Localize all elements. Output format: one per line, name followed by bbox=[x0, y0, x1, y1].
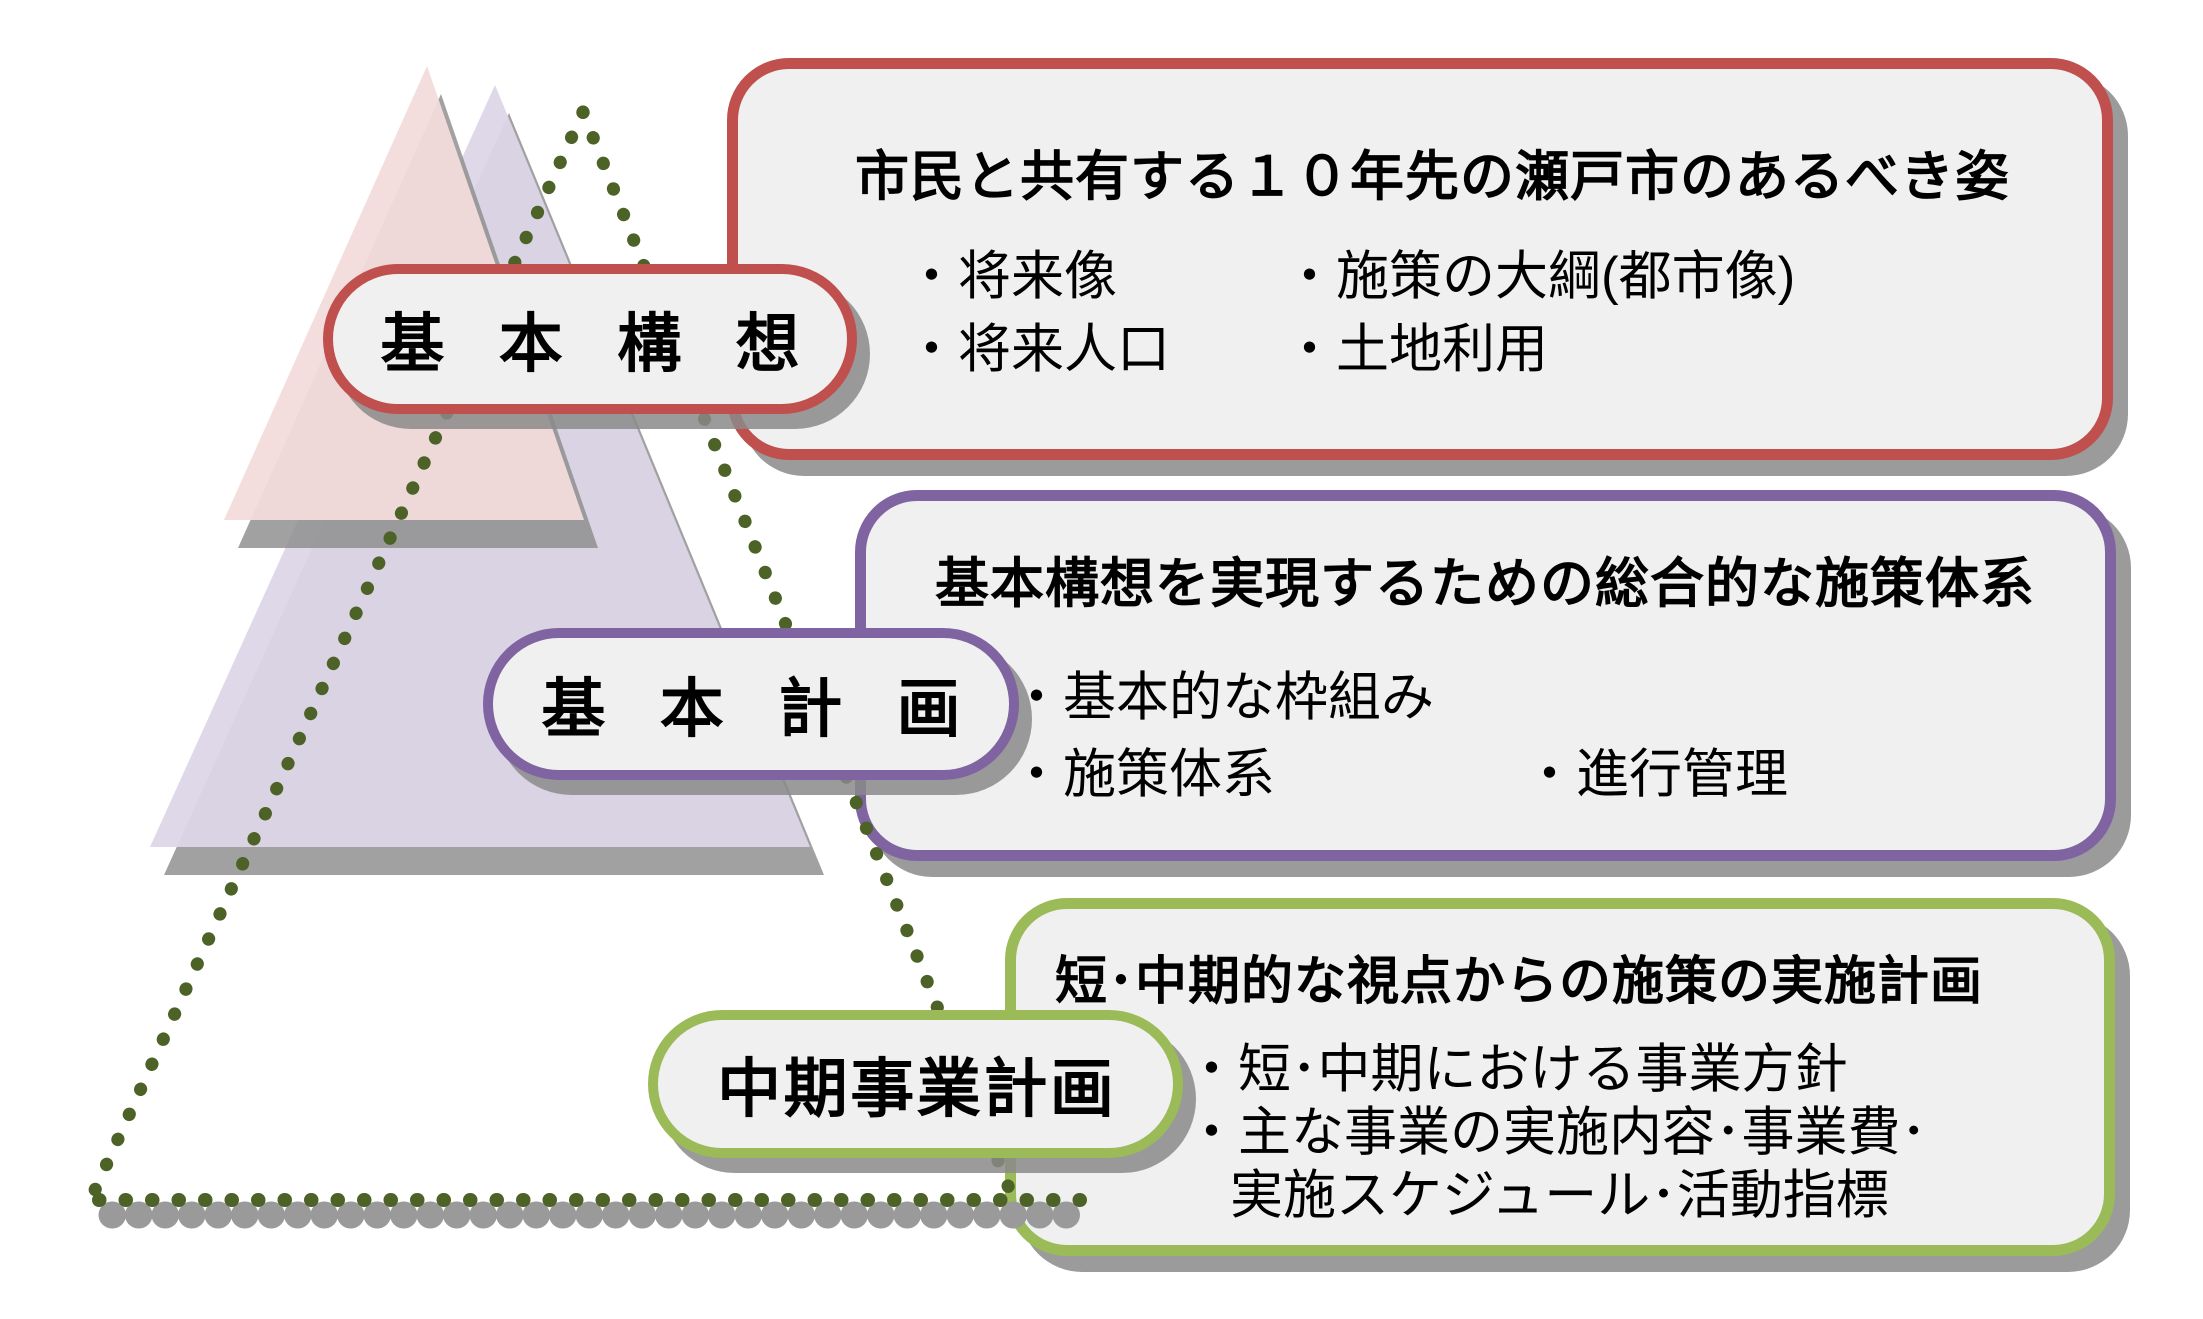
level-3-label: 中期事業計画 bbox=[717, 1053, 1117, 1125]
level-2-bullet-progress-management: ・進行管理 bbox=[1523, 745, 1788, 804]
level-2-label-pill: 基本計画 bbox=[483, 628, 1019, 780]
level-1-detail-box: 市民と共有する１０年先の瀬戸市のあるべき姿 ・将来像 ・施策の大綱(都市像) ・… bbox=[727, 58, 2113, 460]
level-2-label: 基本計画 bbox=[541, 673, 1015, 745]
level-1-bullet-land-use: ・土地利用 bbox=[1283, 320, 1548, 379]
level-1-label-pill: 基本構想 bbox=[323, 264, 857, 414]
level-3-bullet-business-content: ・主な事業の実施内容･事業費･ bbox=[1185, 1103, 1927, 1162]
level-3-label-pill: 中期事業計画 bbox=[648, 1010, 1183, 1158]
level-1-bullet-future-image: ・将来像 bbox=[905, 247, 1117, 306]
level-3-bullet-schedule-indicators: 実施スケジュール･活動指標 bbox=[1230, 1166, 1889, 1225]
level-2-detail-box: 基本構想を実現するための総合的な施策体系 ・基本的な枠組み ・施策体系 ・進行管… bbox=[855, 490, 2116, 861]
level-2-bullet-policy-system: ・施策体系 bbox=[1010, 745, 1275, 804]
level-1-bullet-future-population: ・将来人口 bbox=[905, 320, 1170, 379]
level-3-bullet-business-policy: ・短･中期における事業方針 bbox=[1185, 1040, 1848, 1099]
level-1-bullet-policy-outline: ・施策の大綱(都市像) bbox=[1283, 247, 1796, 306]
level-1-label: 基本構想 bbox=[380, 308, 854, 380]
level-1-heading: 市民と共有する１０年先の瀬戸市のあるべき姿 bbox=[855, 147, 2010, 207]
level-3-heading: 短･中期的な視点からの施策の実施計画 bbox=[1055, 953, 1984, 1011]
level-2-bullet-basic-framework: ・基本的な枠組み bbox=[1010, 668, 1434, 727]
level-2-heading: 基本構想を実現するための総合的な施策体系 bbox=[935, 554, 2035, 614]
